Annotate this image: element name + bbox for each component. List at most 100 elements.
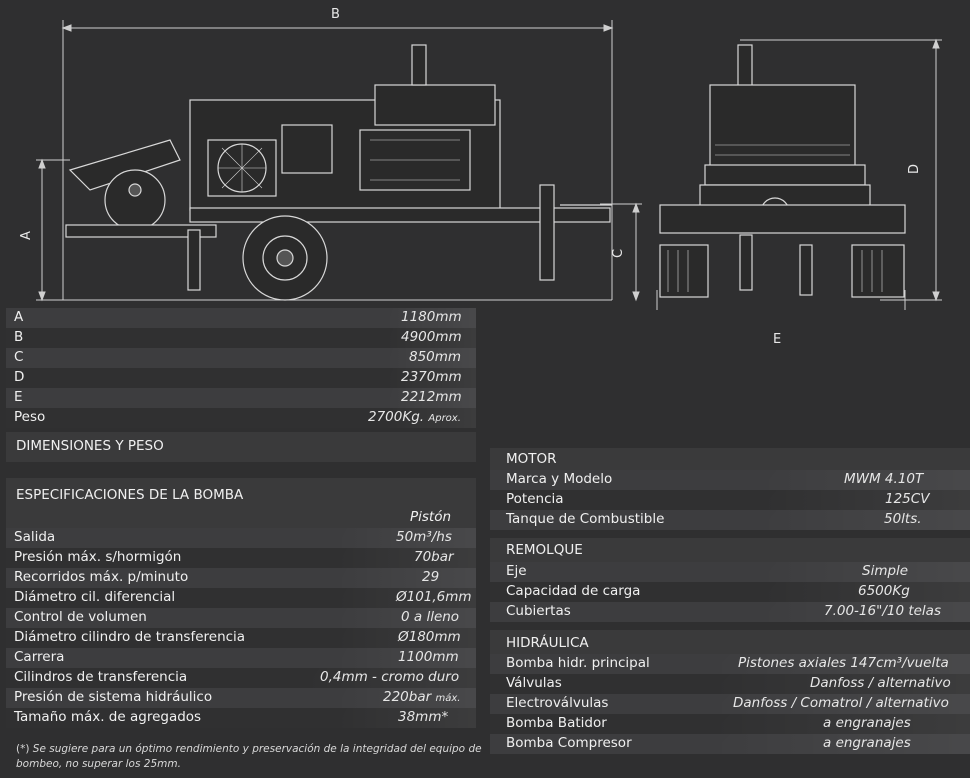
row-label: Cubiertas (506, 603, 571, 619)
row-value: 2700Kg. (368, 409, 425, 425)
row-value: a engranajes (823, 715, 911, 731)
table-row: Tamaño máx. de agregados 38mm* (6, 708, 476, 728)
table-row: Válvulas Danfoss / alternativo (490, 674, 970, 694)
table-row: Potencia 125CV (490, 490, 970, 510)
dim-letter-e: E (773, 332, 782, 347)
row-label: Control de volumen (14, 609, 147, 625)
row-label: Presión de sistema hidráulico (14, 689, 213, 705)
dimensions-title: DIMENSIONES Y PESO (16, 438, 164, 454)
table-row: Peso 2700Kg. Aprox. (6, 408, 476, 428)
row-label: Cilindros de transferencia (14, 669, 188, 685)
table-row: Recorridos máx. p/minuto 29 (6, 568, 476, 588)
row-label: Capacidad de carga (506, 583, 641, 599)
footnote-marker: (*) (16, 743, 30, 755)
table-row: Cubiertas 7.00-16"/10 telas (490, 602, 970, 622)
dim-letter-a: A (19, 231, 34, 240)
table-row: Cilindros de transferencia 0,4mm - cromo … (6, 668, 476, 688)
row-value: 1180mm (401, 309, 462, 325)
row-label: E (14, 389, 23, 405)
row-label: Eje (506, 563, 527, 579)
hidraulica-table: Bomba hidr. principal Pistones axiales 14… (490, 654, 970, 754)
pump-column-header: Pistón (410, 509, 452, 525)
row-value: 4900mm (401, 329, 462, 345)
table-row: Electroválvulas Danfoss / Comatrol / alte… (490, 694, 970, 714)
row-label: Salida (14, 529, 56, 545)
row-value: Simple (862, 563, 909, 579)
footnote: (*) Se sugiere para un óptimo rendimient… (16, 742, 486, 772)
front-view-detail (667, 144, 883, 292)
table-row: Capacidad de carga 6500Kg (490, 582, 970, 602)
row-label: Presión máx. s/hormigón (14, 549, 182, 565)
row-value: 6500Kg (858, 583, 910, 599)
side-view (65, 44, 612, 301)
row-label: D (14, 369, 25, 385)
hidraulica-title: HIDRÁULICA (506, 635, 589, 651)
row-label: Bomba Compresor (506, 735, 632, 751)
row-label: Válvulas (506, 675, 562, 691)
table-row: Bomba hidr. principal Pistones axiales 14… (490, 654, 970, 674)
row-value: 38mm* (398, 709, 449, 725)
dim-letter-c: C (611, 249, 626, 258)
row-label: Tanque de Combustible (506, 511, 665, 527)
row-value: a engranajes (823, 735, 911, 751)
row-label: Potencia (506, 491, 564, 507)
row-value: 70bar (414, 549, 454, 565)
row-label: Carrera (14, 649, 65, 665)
row-label: Tamaño máx. de agregados (14, 709, 202, 725)
table-row: Tanque de Combustible 50lts. (490, 510, 970, 530)
row-value: 125CV (885, 491, 930, 507)
table-row: B 4900mm (6, 328, 476, 348)
motor-table: Marca y Modelo MWM 4.10T Potencia 125CV Ta… (490, 470, 970, 530)
row-label: Bomba hidr. principal (506, 655, 650, 671)
row-value: 220bar (383, 689, 432, 705)
side-view-detail (218, 139, 460, 192)
motor-title-bar (490, 448, 970, 470)
technical-drawing: B A C D (19, 7, 942, 310)
row-value: 50lts. (884, 511, 922, 527)
footnote-text: Se sugiere para un óptimo rendimiento y … (16, 743, 482, 770)
dimensions-title-bar (6, 432, 476, 462)
row-label: A (14, 309, 24, 325)
row-value: Ø180mm (398, 629, 461, 645)
row-value: 29 (422, 569, 440, 585)
row-value: Pistones axiales 147cm³/vuelta (738, 655, 949, 671)
table-row: Diámetro cilindro de transferencia Ø180mm (6, 628, 476, 648)
row-value: Danfoss / alternativo (810, 675, 951, 691)
row-value: Danfoss / Comatrol / alternativo (733, 695, 949, 711)
table-row: Presión máx. s/hormigón 70bar (6, 548, 476, 568)
row-value: Ø101,6mm (396, 589, 472, 605)
row-value: 7.00-16"/10 telas (824, 603, 941, 619)
motor-title: MOTOR (506, 451, 557, 467)
row-value-suffix: Aprox. (428, 413, 461, 424)
row-value-suffix: máx. (435, 693, 461, 704)
dim-letter-b: B (331, 7, 340, 22)
row-label: Recorridos máx. p/minuto (14, 569, 189, 585)
row-label: Electroválvulas (506, 695, 609, 711)
remolque-title-bar (490, 538, 970, 562)
row-label: Diámetro cil. diferencial (14, 589, 176, 605)
table-row: Eje Simple (490, 562, 970, 582)
table-row: A 1180mm (6, 308, 476, 328)
row-label: Peso (14, 409, 46, 425)
remolque-table: Eje Simple Capacidad de carga 6500Kg Cubie… (490, 562, 970, 622)
row-value: MWM 4.10T (844, 471, 924, 487)
row-value: 0,4mm - cromo duro (320, 669, 460, 685)
table-row: Marca y Modelo MWM 4.10T (490, 470, 970, 490)
table-row: Presión de sistema hidráulico 220bar máx. (6, 688, 476, 708)
dim-letter-d: D (907, 164, 922, 174)
hidraulica-title-bar (490, 630, 970, 654)
row-label: C (14, 349, 24, 365)
row-label: Marca y Modelo (506, 471, 613, 487)
row-label: Diámetro cilindro de transferencia (14, 629, 246, 645)
row-label: B (14, 329, 24, 345)
pump-title: ESPECIFICACIONES DE LA BOMBA (16, 487, 244, 503)
pump-title-bar (6, 478, 476, 528)
table-row: Diámetro cil. diferencial Ø101,6mm (6, 588, 476, 608)
